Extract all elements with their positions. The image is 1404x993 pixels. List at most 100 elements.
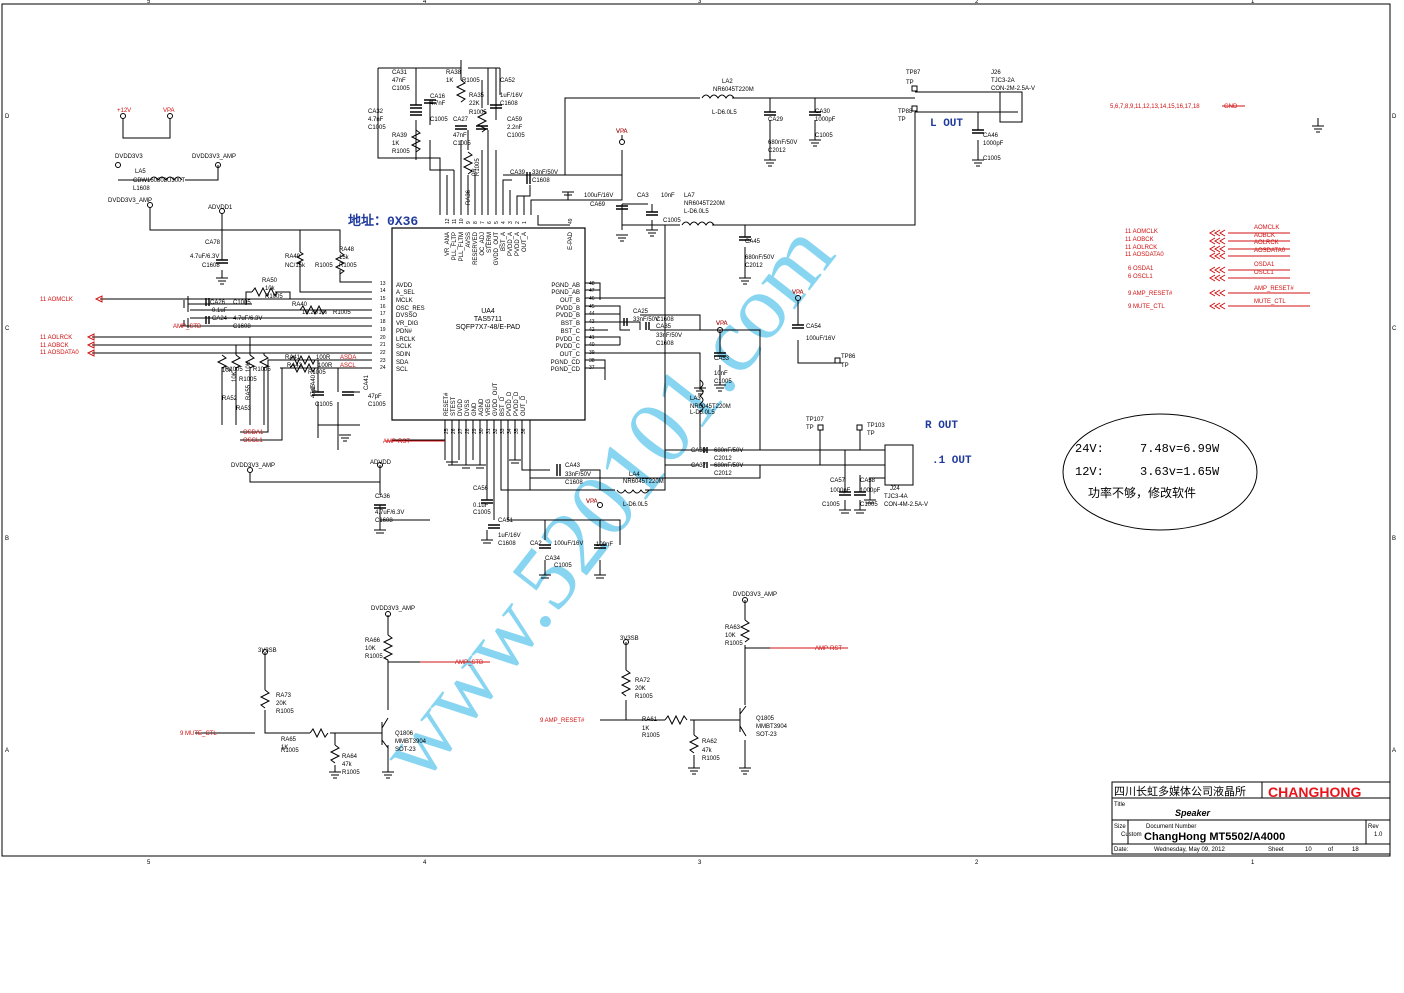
component-label: C1005	[860, 502, 878, 508]
tb-title-label: Title	[1114, 802, 1126, 808]
component-label: C2012	[714, 456, 732, 462]
pin-number: 24	[380, 365, 386, 371]
component-label: CA41	[364, 374, 370, 390]
pin-number: 7	[480, 221, 486, 224]
component-label: C1005	[368, 125, 386, 131]
pin-name: PVDD_C	[556, 344, 581, 350]
tb-docnum: ChangHong MT5502/A4000	[1144, 831, 1285, 843]
component-label: RA63	[725, 625, 741, 631]
component-label: CA26	[210, 300, 226, 306]
component-label: R1005	[392, 149, 410, 155]
net-label: AOLRCK	[1254, 240, 1279, 246]
component-label: C1005	[507, 133, 525, 139]
component-label: C1005	[368, 402, 386, 408]
component-label: LA5	[135, 169, 146, 175]
q1806-transistor	[370, 717, 389, 749]
pin-name: LRCLK	[396, 337, 415, 343]
pin-name: SDIN	[396, 352, 410, 358]
pin-number: 28	[465, 428, 471, 434]
title-block	[1111, 781, 1391, 855]
pin-name: AVSS	[466, 232, 472, 248]
component-label: 1uF/16V	[500, 93, 523, 99]
component-label: 100nF	[596, 542, 613, 548]
component-label: R1005	[702, 756, 720, 762]
component-label: LA3	[690, 396, 701, 402]
row-marker: A	[1392, 748, 1396, 754]
component-label: C1608	[565, 480, 583, 486]
component-label: CA31	[392, 70, 408, 76]
component-label: 680nF/50V	[745, 255, 774, 261]
component-label: 4.7uF/6.3V	[190, 254, 219, 260]
chip-part: TAS5711	[474, 316, 502, 323]
component-label: Q1806	[395, 731, 414, 737]
pin-number: 9	[466, 221, 472, 224]
component-label: 1000pF	[860, 488, 881, 494]
pin-number: 48	[589, 281, 595, 287]
pin-name: VREG	[486, 399, 492, 416]
pin-name: PVDD_D	[507, 391, 513, 416]
watermark-text: www.520101.com	[358, 204, 853, 798]
component-label: 20K	[276, 701, 287, 707]
pin-number: 19	[380, 327, 386, 333]
component-label: 22K	[469, 101, 480, 107]
component-label: RA65	[281, 737, 297, 743]
pin-name: A_SEL	[396, 290, 415, 296]
col-marker: 4	[423, 0, 427, 5]
note-24v-label: 24V:	[1075, 442, 1104, 456]
component-label: ADVDD1	[208, 205, 233, 211]
pin-name: SCLK	[396, 344, 412, 350]
component-label: TJC3-2A	[991, 78, 1015, 84]
pin-number: 13	[380, 281, 386, 287]
col-marker: 5	[147, 0, 151, 5]
pin-number: 33	[500, 428, 506, 434]
tb-sheet-label: Sheet	[1268, 847, 1284, 853]
component-label: RA53	[236, 406, 252, 412]
component-label: CBW160808U300T	[133, 178, 185, 184]
net-label: MUTE_CTL	[1254, 299, 1286, 305]
pin-number: 30	[479, 428, 485, 434]
wiring	[92, 60, 1018, 772]
pin-number: 47	[589, 288, 595, 294]
component-label: L1608	[133, 186, 150, 192]
component-label: 4.7uF/6.3V	[233, 316, 262, 322]
component-label: C1608	[532, 178, 550, 184]
net-label: 11 AOLRCK	[40, 335, 72, 341]
pin-name: PVDD_B	[556, 306, 580, 312]
pin-number: 49	[568, 218, 574, 224]
component-label: CA46	[983, 133, 999, 139]
component-label: 3V3SB	[620, 636, 639, 642]
chip-address: 地址：0X36	[348, 213, 418, 229]
component-label: 33nF/50V	[532, 170, 558, 176]
component-label: L-D6.0L5	[623, 502, 648, 508]
component-label: 1000pF	[830, 488, 851, 494]
net-label: 11 AOMCLK	[40, 297, 73, 303]
component-label: 10nF	[714, 371, 728, 377]
component-label: C2012	[745, 263, 763, 269]
power-pin-markers	[115, 85, 918, 655]
component-label: DVDD3V3_AMP	[371, 606, 415, 612]
net-label: AOMCLK	[1254, 225, 1279, 231]
pin-number: 43	[589, 319, 595, 325]
component-label: R1005	[642, 733, 660, 739]
pin-name: BST_B	[561, 321, 580, 327]
component-label: CA36	[375, 494, 391, 500]
net-label: GND	[1224, 104, 1238, 110]
row-marker: A	[5, 748, 9, 754]
pin-number: 45	[589, 304, 595, 310]
pin-number: 36	[521, 428, 527, 434]
component-label: CA29	[768, 117, 784, 123]
component-label: TP86	[841, 354, 856, 360]
col-marker: 1	[1251, 0, 1255, 5]
component-label: 1000pF	[983, 141, 1004, 147]
component-label: TP	[867, 431, 875, 437]
pin-name: GVDD_OUT	[493, 382, 499, 416]
component-label: TP107	[806, 417, 824, 423]
component-label: RA42	[287, 363, 303, 369]
pin-number: 20	[380, 335, 386, 341]
chip-package: SQFP7X7-48/E-PAD	[456, 324, 520, 331]
component-label: L-D6.0L5	[712, 110, 737, 116]
pin-number: 34	[507, 428, 513, 434]
component-label: C2012	[768, 148, 786, 154]
pin-number: 10	[459, 218, 465, 224]
component-label: CA56	[473, 486, 489, 492]
